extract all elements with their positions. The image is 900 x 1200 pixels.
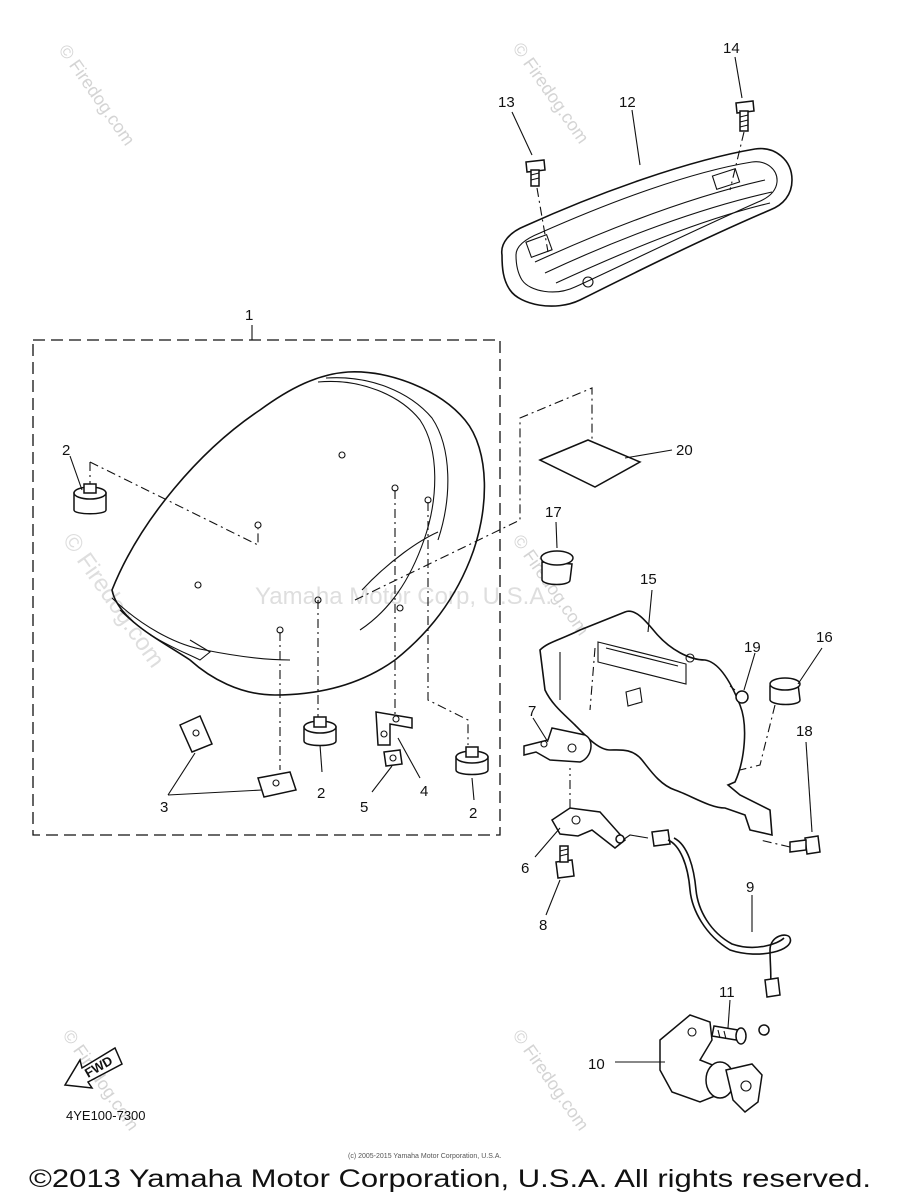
callout-18: 18: [796, 723, 813, 740]
bolt-19: [729, 685, 749, 704]
bolt-8: [555, 845, 575, 879]
leader-lines: [69, 56, 823, 1063]
seat-damper: [303, 716, 337, 747]
bolt-14: [729, 100, 755, 191]
callout-19: 19: [744, 639, 761, 656]
seat-assembly-boundary: [32, 339, 501, 836]
bolt-18: [759, 835, 821, 855]
cap-17: [540, 550, 574, 586]
callout-2: 2: [469, 805, 477, 822]
callout-17: 17: [545, 504, 562, 521]
seat-hole: [254, 521, 262, 529]
grab-rail-rib: [544, 191, 773, 274]
callouts: 1 2 2 2 3 4 5 6 7 8 9 10 11 12 13 14 15 …: [62, 40, 833, 1073]
callout-13: 13: [498, 94, 515, 111]
screw-11: [711, 1025, 747, 1045]
seat-bracket: [375, 711, 413, 746]
grab-rail-rib: [555, 202, 771, 284]
grab-rail-rib: [534, 179, 766, 263]
seat-edge: [317, 380, 436, 631]
clip-nut: [179, 715, 213, 753]
callout-15: 15: [640, 571, 657, 588]
callout-8: 8: [539, 917, 547, 934]
grab-rail-mount: [525, 234, 553, 258]
callout-2: 2: [62, 442, 70, 459]
seat-hole: [338, 451, 346, 459]
copyright-notice: ©2013 Yamaha Motor Corporation, U.S.A. A…: [29, 1165, 871, 1193]
seat: [111, 371, 486, 696]
clip-nut: [257, 771, 297, 798]
callout-12: 12: [619, 94, 636, 111]
callout-9: 9: [746, 879, 754, 896]
callout-6: 6: [521, 860, 529, 877]
grab-rail-hole: [582, 276, 594, 288]
callout-20: 20: [676, 442, 693, 459]
grab-rail-outer: [500, 147, 793, 307]
seat-edge: [325, 377, 449, 541]
callout-3: 3: [160, 799, 168, 816]
lock-plate: [523, 727, 592, 763]
part-code: 4YE100-7300: [66, 1108, 146, 1123]
callout-5: 5: [360, 799, 368, 816]
lock-lever: [551, 768, 649, 849]
watermark-firedog: © Firedog.com: [55, 41, 139, 149]
callout-1: 1: [245, 307, 253, 324]
label-plate: [538, 439, 642, 488]
grab-rail-mount: [711, 167, 741, 191]
callout-2: 2: [317, 785, 325, 802]
callout-10: 10: [588, 1056, 605, 1073]
seat-base: [119, 609, 211, 661]
watermark-firedog: © Firedog.com: [509, 1026, 593, 1134]
key-cylinder: [659, 1014, 763, 1113]
callout-4: 4: [420, 783, 428, 800]
bolt-13: [525, 159, 549, 253]
seat-base: [111, 597, 291, 661]
bolt-5: [383, 749, 403, 767]
callout-14: 14: [723, 40, 740, 57]
callout-16: 16: [816, 629, 833, 646]
seat-damper: [73, 483, 107, 515]
seat-damper: [455, 746, 489, 776]
callout-11: 11: [719, 984, 735, 1001]
cap-16: [739, 677, 801, 771]
watermark-center: Yamaha Motor Corp, U.S.A.: [255, 583, 552, 610]
watermark-firedog: © Firedog.com: [57, 528, 170, 673]
seat-lock-cable: [615, 829, 792, 1036]
watermark-layer: © Firedog.com © Firedog.com © Firedog.co…: [55, 39, 593, 1134]
seat-lock-bracket: [539, 610, 773, 837]
seat-body: [111, 371, 486, 696]
seat-hole: [396, 604, 404, 612]
seat-strap: [361, 531, 439, 591]
grab-rail-assembly: [500, 100, 793, 307]
small-print: (c) 2005-2015 Yamaha Motor Corporation, …: [348, 1153, 501, 1160]
callout-7: 7: [528, 703, 536, 720]
seat-hole: [194, 581, 202, 589]
grab-rail-inner: [515, 161, 778, 293]
seat-mount-lines: [89, 387, 593, 770]
